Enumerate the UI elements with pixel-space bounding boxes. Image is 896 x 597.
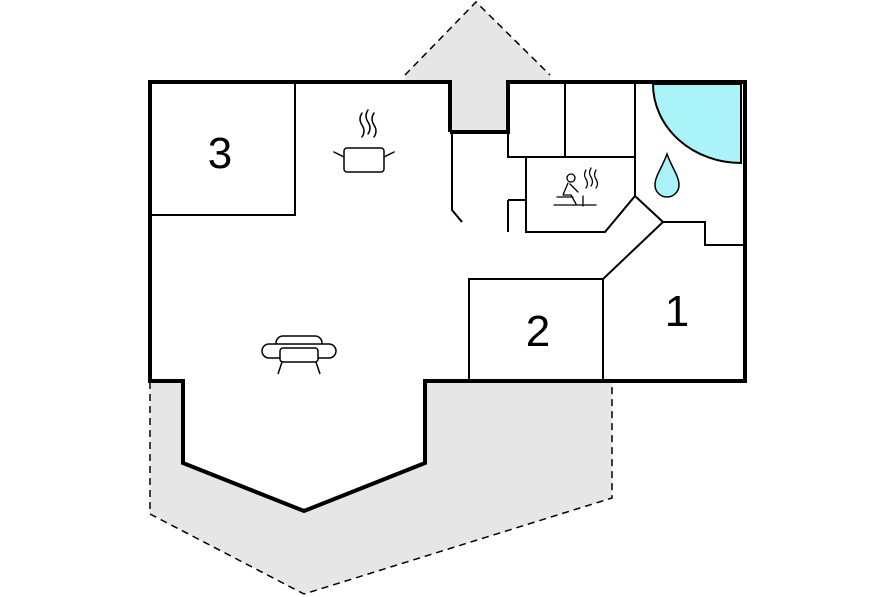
sauna-icon [553, 167, 599, 207]
room-1-label: 1 [665, 287, 689, 336]
terrace-top [404, 0, 551, 132]
sofa-icon [261, 335, 337, 375]
water-drop-icon [654, 151, 680, 198]
exterior-walls [148, 80, 747, 514]
house-floor [150, 82, 745, 511]
room-3-label: 3 [208, 129, 232, 178]
interior-walls [150, 82, 745, 381]
pool-water [651, 83, 742, 165]
terrace-bottom [149, 382, 613, 595]
cooking-pot-icon [333, 109, 395, 173]
room-2-label: 2 [526, 307, 550, 356]
